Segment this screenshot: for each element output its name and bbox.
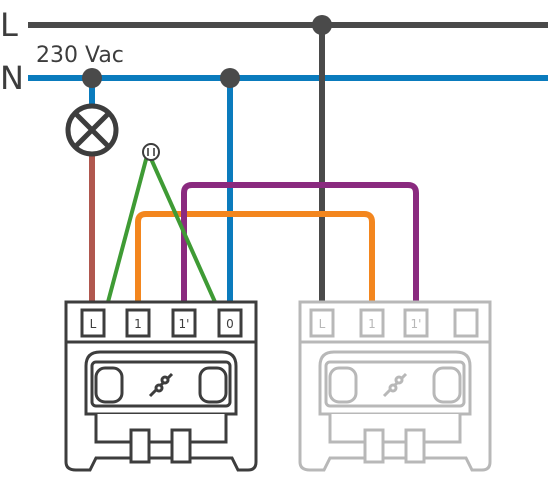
green-indicator-wire [106, 146, 217, 303]
terminal-box [125, 308, 151, 338]
terminal-label: L [90, 317, 97, 331]
terminal-box [80, 308, 106, 338]
lamp-icon [65, 103, 119, 157]
terminal-box [171, 308, 197, 338]
terminal-box [359, 308, 385, 338]
terminal-label: 1' [179, 317, 190, 331]
switch-module-2 [298, 300, 492, 472]
line-label: L [0, 6, 18, 44]
junction-dot [82, 68, 102, 88]
terminal-label: 1 [368, 317, 376, 331]
terminal-box [217, 308, 243, 338]
terminal-label: L [319, 317, 326, 331]
terminal-box [453, 308, 479, 338]
terminal-label: 1 [134, 317, 142, 331]
voltage-label: 230 Vac [36, 43, 124, 68]
terminal-label: 0 [226, 317, 234, 331]
junction-dot [220, 68, 240, 88]
switch-symbol-icon [382, 372, 408, 398]
terminal-box [403, 308, 429, 338]
terminal-box [309, 308, 335, 338]
junction-dot [312, 15, 332, 35]
switch-symbol-icon [148, 372, 174, 398]
indicator-lamp-icon [142, 143, 160, 161]
neutral-label: N [0, 59, 24, 97]
purple-traveler-wire [181, 182, 419, 302]
terminal-label: 1' [411, 317, 422, 331]
orange-traveler-wire [135, 211, 375, 302]
switch-module-1 [64, 300, 258, 472]
